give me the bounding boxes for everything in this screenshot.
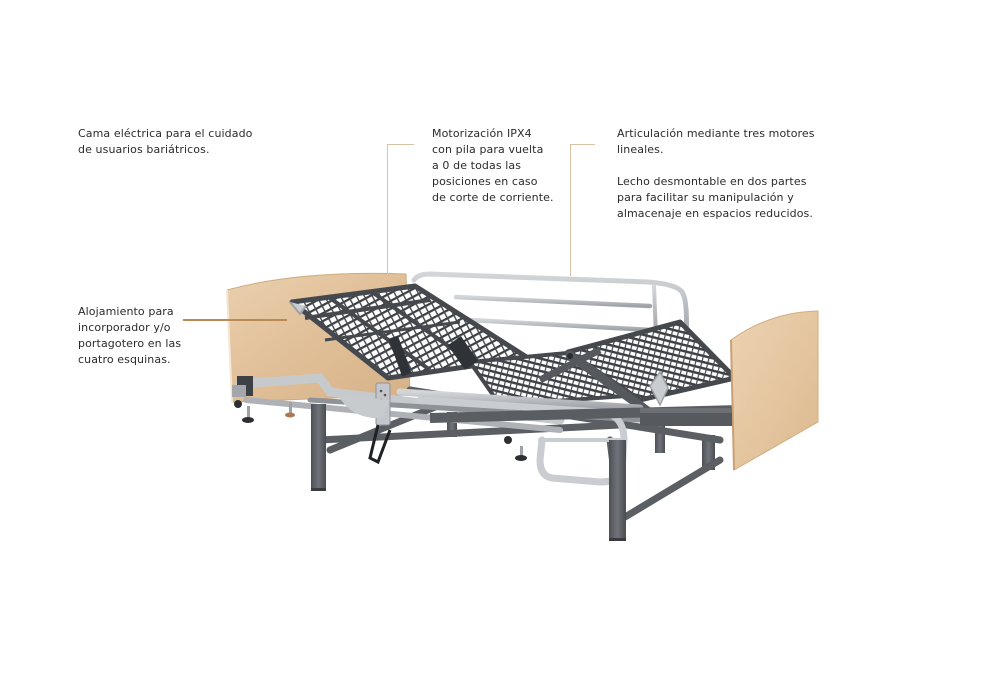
leader-motor-horizontal xyxy=(387,144,414,145)
callout-housing-line-1: Alojamiento para xyxy=(78,305,174,318)
callout-articulation-line-1: Articulación mediante tres motores xyxy=(617,127,815,140)
leader-housing xyxy=(183,319,287,321)
callout-detachable-line-1: Lecho desmontable en dos partes xyxy=(617,175,807,188)
callout-bariatric-line-2: de usuarios bariátricos. xyxy=(78,143,210,156)
leg-front-right xyxy=(609,440,626,540)
callout-motor-line-5: de corte de corriente. xyxy=(432,191,554,204)
leader-articulation-horizontal xyxy=(570,144,595,145)
leveling-feet xyxy=(234,400,527,461)
callout-motor: Motorización IPX4 con pila para vuelta a… xyxy=(432,126,554,206)
callout-housing-line-2: incorporador y/o xyxy=(78,321,171,334)
callout-articulation-line-2: lineales. xyxy=(617,143,664,156)
callout-motor-line-1: Motorización IPX4 xyxy=(432,127,532,140)
callout-articulation: Articulación mediante tres motores linea… xyxy=(617,126,815,222)
callout-motor-line-4: posiciones en caso xyxy=(432,175,538,188)
callout-bariatric: Cama eléctrica para el cuidado de usuari… xyxy=(78,126,253,158)
callout-housing-line-4: cuatro esquinas. xyxy=(78,353,171,366)
callout-motor-line-2: con pila para vuelta xyxy=(432,143,544,156)
callout-housing: Alojamiento para incorporador y/o portag… xyxy=(78,304,181,368)
callout-detachable-line-2: para facilitar su manipulación y xyxy=(617,191,794,204)
leader-motor-vertical xyxy=(387,144,388,276)
leg-front-left xyxy=(311,404,326,490)
callout-bariatric-line-1: Cama eléctrica para el cuidado xyxy=(78,127,253,140)
footboard xyxy=(730,310,819,471)
callout-detachable-line-3: almacenaje en espacios reducidos. xyxy=(617,207,813,220)
callout-motor-line-3: a 0 de todas las xyxy=(432,159,522,172)
leg-section xyxy=(466,319,738,425)
leader-articulation-vertical xyxy=(570,144,571,276)
callout-housing-line-3: portagotero en las xyxy=(78,337,182,350)
